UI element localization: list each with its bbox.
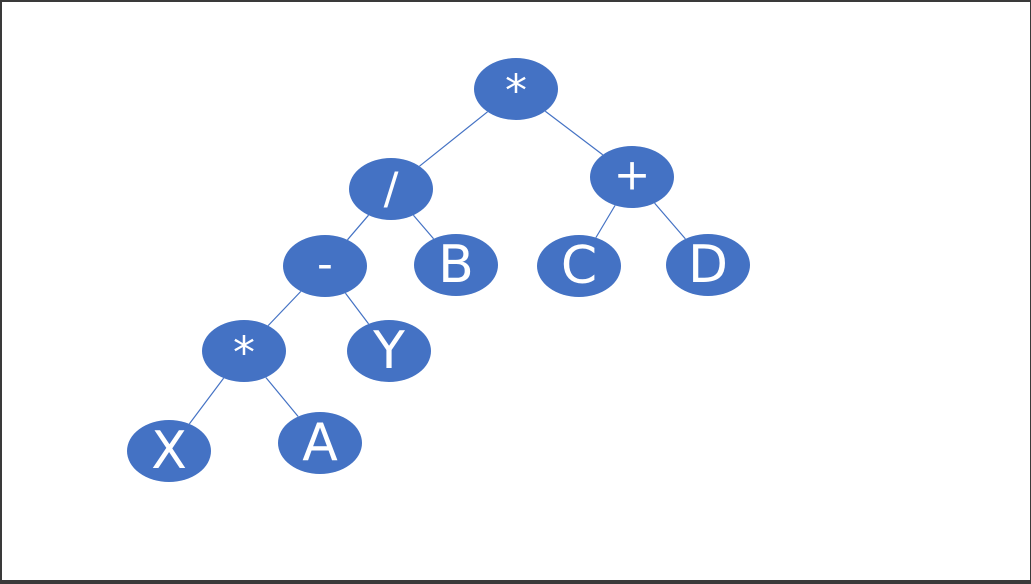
nodes-layer: * / + - B C D * Y X A bbox=[127, 58, 750, 482]
node-label-root: * bbox=[505, 66, 527, 117]
node-ellipse-minus bbox=[283, 235, 367, 297]
edges-layer bbox=[188, 110, 686, 425]
tree-node-mul: * bbox=[202, 320, 286, 382]
node-label-plus: + bbox=[614, 150, 651, 201]
tree-node-x: X bbox=[127, 420, 211, 482]
edge-minus-mul bbox=[267, 290, 302, 327]
edge-root-plus bbox=[544, 110, 604, 156]
tree-node-y: Y bbox=[347, 320, 431, 382]
node-ellipse-div bbox=[349, 158, 433, 220]
edge-mul-x bbox=[188, 377, 225, 425]
edge-plus-d bbox=[654, 202, 686, 240]
node-label-a: A bbox=[302, 413, 338, 473]
node-ellipse-mul bbox=[202, 320, 286, 382]
edge-div-minus bbox=[346, 214, 370, 241]
edge-mul-a bbox=[265, 377, 299, 417]
node-ellipse-a bbox=[278, 412, 362, 474]
edge-root-div bbox=[419, 111, 488, 167]
node-label-x: X bbox=[151, 421, 187, 481]
edge-minus-y bbox=[344, 292, 370, 325]
tree-node-plus: + bbox=[590, 146, 674, 208]
node-ellipse-c bbox=[537, 235, 621, 297]
edge-plus-c bbox=[595, 205, 616, 238]
node-label-div: / bbox=[384, 164, 399, 215]
node-ellipse-d bbox=[666, 234, 750, 296]
node-label-y: Y bbox=[372, 321, 405, 381]
edge-div-b bbox=[412, 214, 435, 240]
tree-node-b: B bbox=[414, 234, 498, 296]
node-ellipse-x bbox=[127, 420, 211, 482]
node-label-c: C bbox=[561, 236, 597, 296]
node-ellipse-y bbox=[347, 320, 431, 382]
tree-node-a: A bbox=[278, 412, 362, 474]
tree-node-c: C bbox=[537, 235, 621, 297]
node-ellipse-root bbox=[474, 58, 558, 120]
tree-node-div: / bbox=[349, 158, 433, 220]
node-ellipse-b bbox=[414, 234, 498, 296]
tree-node-minus: - bbox=[283, 235, 367, 297]
node-label-minus: - bbox=[317, 239, 333, 290]
node-label-b: B bbox=[438, 235, 474, 295]
node-label-d: D bbox=[688, 235, 728, 295]
node-ellipse-plus bbox=[590, 146, 674, 208]
node-label-mul: * bbox=[233, 328, 255, 379]
tree-node-d: D bbox=[666, 234, 750, 296]
tree-node-root: * bbox=[474, 58, 558, 120]
